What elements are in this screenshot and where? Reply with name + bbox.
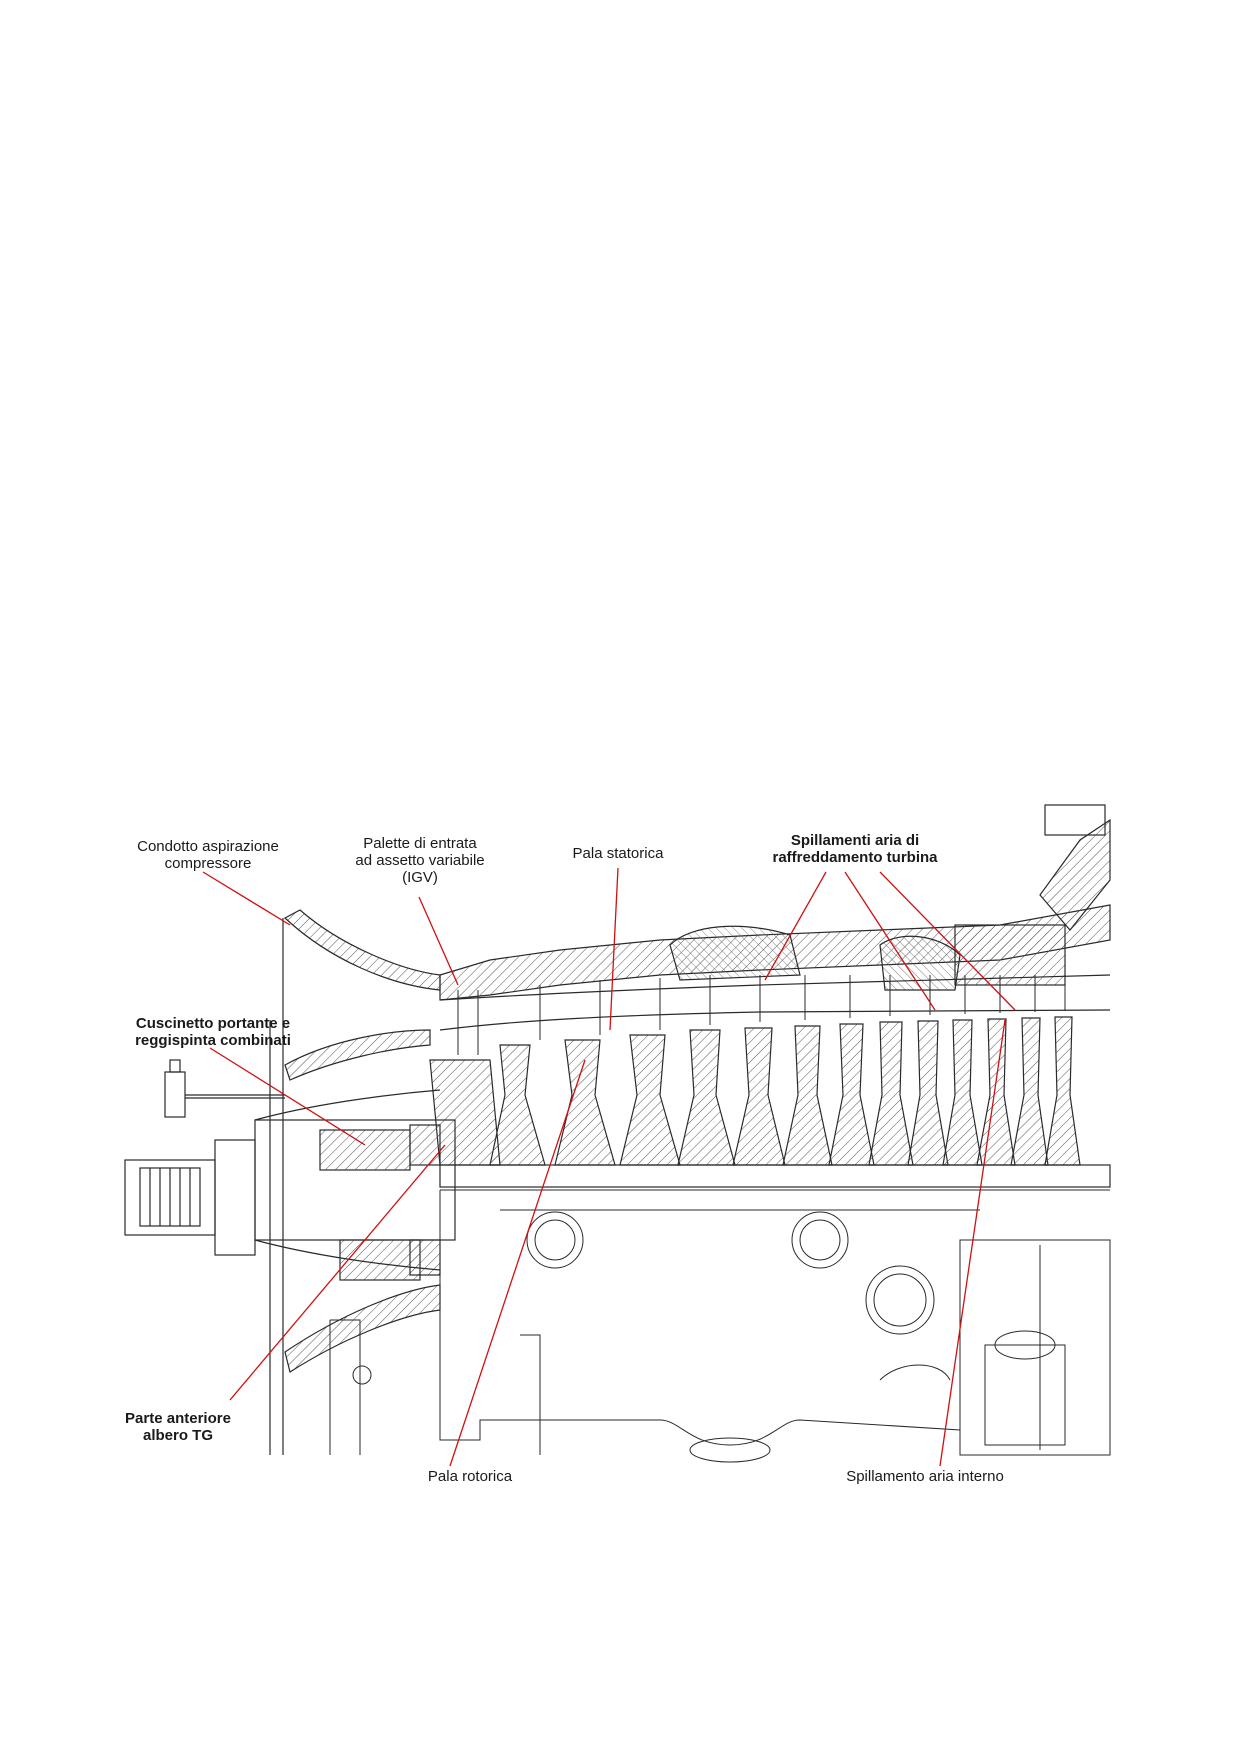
leader-rotor bbox=[449, 1059, 586, 1467]
rotor-discs bbox=[489, 1016, 1081, 1166]
bearing-housing bbox=[254, 1089, 456, 1281]
leader-lines bbox=[202, 867, 1016, 1467]
label-shaft-front: Parte anteriore albero TG bbox=[125, 1410, 231, 1444]
label-rotor-blade: Pala rotorica bbox=[427, 1468, 513, 1485]
inlet-duct-outer bbox=[283, 909, 441, 991]
leader-bleed-3 bbox=[879, 871, 1016, 1011]
inlet-duct-lower bbox=[284, 1029, 431, 1081]
label-inlet-duct: Condotto aspirazione compressore bbox=[137, 838, 279, 872]
lower-frame bbox=[329, 1189, 1111, 1463]
stator-vanes bbox=[457, 975, 1066, 1055]
label-stator-blade: Pala statorica bbox=[572, 845, 664, 862]
front-coupling bbox=[124, 1059, 285, 1256]
leader-bleed-2 bbox=[844, 871, 936, 1011]
leader-bearing bbox=[209, 1047, 366, 1146]
label-bearing: Cuscinetto portante e reggispinta combin… bbox=[135, 1015, 291, 1049]
leader-shaft bbox=[229, 1144, 446, 1401]
label-igv: Palette di entrata ad assetto variabile … bbox=[355, 835, 485, 886]
label-internal-bleed: Spillamento aria interno bbox=[846, 1468, 1004, 1485]
rotor-shaft bbox=[439, 1164, 1111, 1188]
leader-igv bbox=[418, 896, 459, 986]
drawing-linework bbox=[124, 804, 1111, 1463]
leader-inlet-duct bbox=[202, 871, 291, 926]
leader-internal-bleed bbox=[939, 1019, 1006, 1467]
label-turbine-cooling-bleeds: Spillamenti aria di raffreddamento turbi… bbox=[772, 832, 938, 866]
leader-stator bbox=[609, 867, 619, 1031]
leader-bleed-1 bbox=[764, 871, 827, 981]
